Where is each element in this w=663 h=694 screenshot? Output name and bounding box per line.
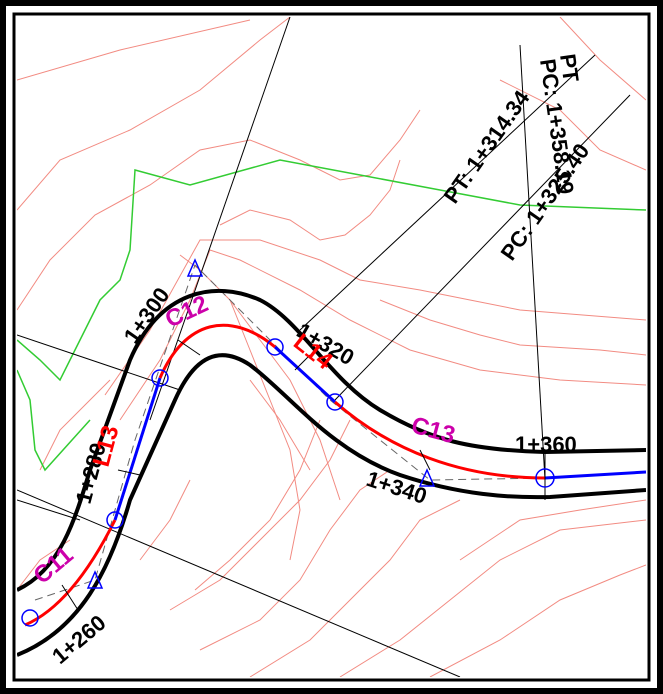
- road-edge-lower: [17, 353, 646, 657]
- tangent-label-l13: L13: [88, 423, 125, 470]
- pi-triangle-icon: [418, 468, 436, 487]
- centerline-curve-c12: [158, 323, 276, 379]
- inner-frame: [12, 12, 651, 682]
- centerline-curve-c13: [334, 400, 546, 480]
- pt-circle-icon: [535, 468, 555, 488]
- pt-upper-label: PT: [555, 52, 584, 84]
- station-label-1-360: 1+360: [515, 432, 577, 457]
- pt-circle-icon: [106, 511, 124, 529]
- centerline-tangent-end: [544, 470, 646, 480]
- station-ticks: [61, 339, 546, 611]
- pc-station-label-upper: PC: 1+325.40: [496, 139, 595, 265]
- curve-label-c11: C11: [29, 541, 79, 589]
- pi-triangle-icon: [186, 258, 204, 277]
- pi-markers: [86, 258, 436, 589]
- centerline-tangent-l13: [113, 377, 162, 521]
- pi-triangle-icon: [86, 570, 104, 589]
- pc-circle-icon: [21, 609, 39, 627]
- green-boundary-lower: [17, 369, 91, 472]
- station-label-1-260: 1+260: [47, 610, 110, 669]
- centerline-tangent-l14: [273, 345, 337, 404]
- pt-circle-icon: [266, 338, 284, 356]
- pt-station-label: PT: 1+314.34: [439, 85, 535, 208]
- pc-circle-icon: [151, 369, 169, 387]
- road-edge-upper: [17, 288, 646, 592]
- tangent-dashed: [34, 264, 546, 601]
- pc-circle-icon: [326, 393, 344, 411]
- curve-label-c13: C13: [408, 412, 458, 449]
- pc-pt-markers: [21, 338, 555, 627]
- contour-lines: [17, 17, 646, 677]
- centerline-curve-c11: [24, 519, 117, 627]
- green-boundary-line: [17, 159, 646, 382]
